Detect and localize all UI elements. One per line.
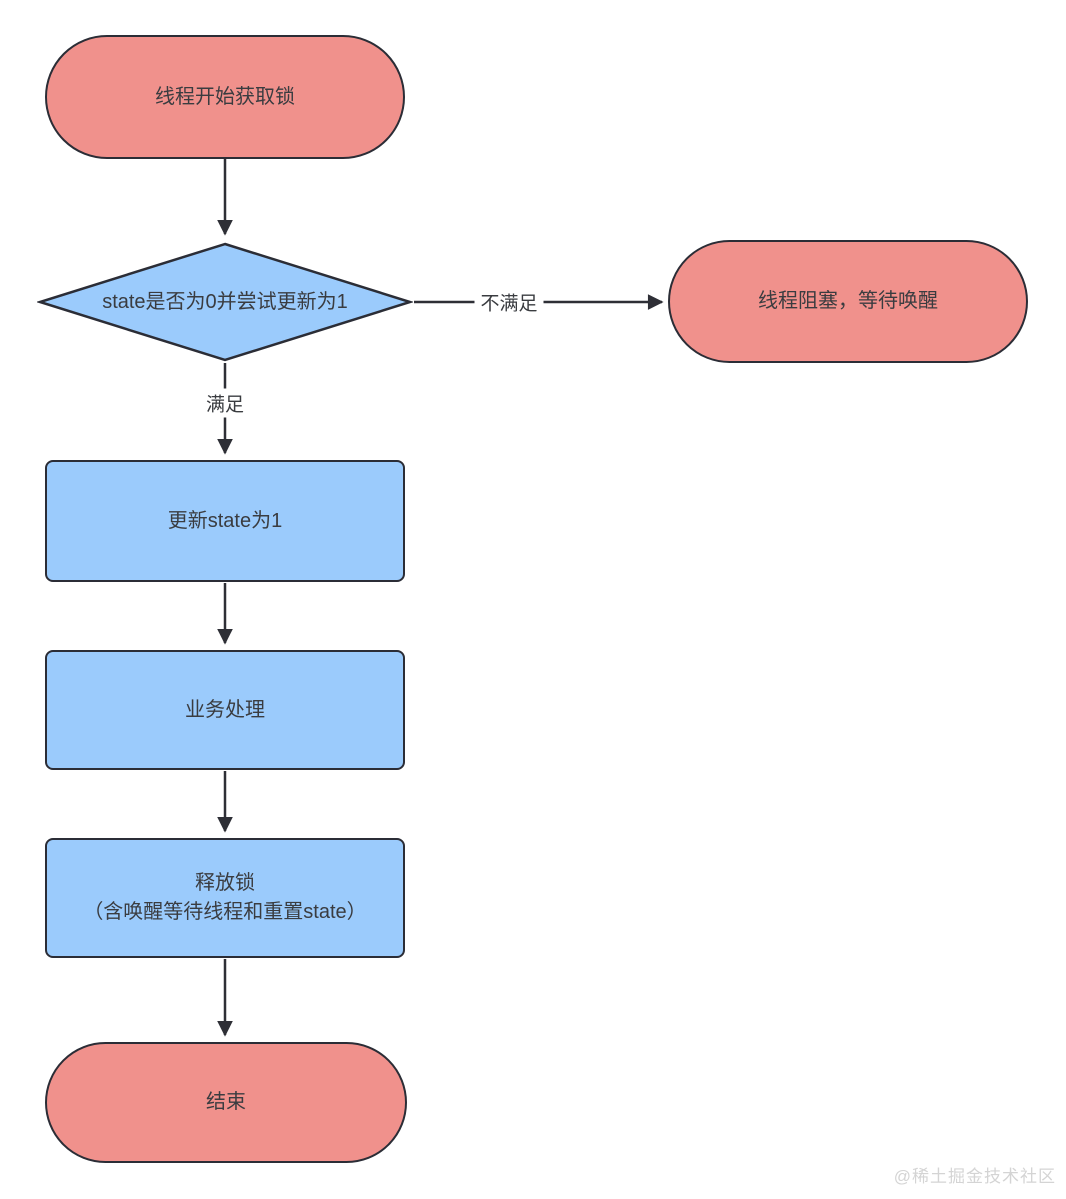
node-end[interactable]: 结束 (45, 1042, 407, 1163)
edge-label-not-satisfied: 不满足 (474, 287, 544, 317)
node-blocked[interactable]: 线程阻塞，等待唤醒 (668, 240, 1028, 363)
node-update-state-label: 更新state为1 (167, 509, 283, 532)
diamond-shape (37, 242, 413, 362)
node-decision-label: state是否为0并尝试更新为1 (102, 290, 348, 313)
node-business[interactable]: 业务处理 (45, 650, 405, 770)
node-blocked-label: 线程阻塞，等待唤醒 (758, 290, 938, 312)
node-update-state[interactable]: 更新state为1 (45, 460, 405, 582)
node-decision[interactable]: state是否为0并尝试更新为1 (37, 242, 413, 362)
node-start-label: 线程开始获取锁 (155, 85, 295, 108)
node-release-lock[interactable]: 释放锁 （含唤醒等待线程和重置state） (45, 838, 405, 958)
node-start[interactable]: 线程开始获取锁 (45, 35, 405, 159)
edge-label-satisfied: 满足 (199, 388, 251, 418)
watermark-text: @稀土掘金技术社区 (893, 1167, 1056, 1186)
node-business-label: 业务处理 (185, 698, 265, 721)
node-release-lock-label-line1: 释放锁 (195, 872, 255, 894)
node-end-label: 结束 (206, 1091, 246, 1113)
node-release-lock-label-line2: （含唤醒等待线程和重置state） (83, 901, 367, 923)
